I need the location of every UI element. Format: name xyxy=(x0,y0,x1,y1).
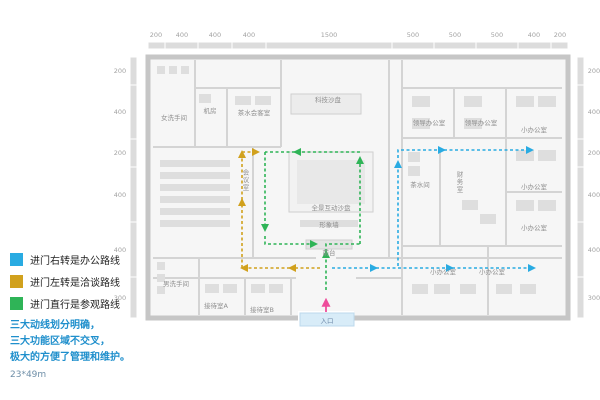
dim-label: 400 xyxy=(176,31,188,39)
legend-item-office-route: 进门右转是办公路线 xyxy=(10,248,120,270)
dim-label: 400 xyxy=(588,108,600,116)
dimension-top: 200 400 400 400 1500 500 500 500 400 200 xyxy=(147,31,569,50)
dim-label: 400 xyxy=(114,191,126,199)
dim-label: 200 xyxy=(588,149,600,157)
interior-walls xyxy=(153,60,562,315)
gold-swatch-icon xyxy=(10,274,23,288)
legend-label: 进门直行是参观路线 xyxy=(30,299,120,311)
route-visit-green xyxy=(261,148,364,290)
dim-label: 400 xyxy=(209,31,221,39)
dimension-left: 200 400 200 400 400 300 xyxy=(114,56,138,319)
blue-swatch-icon xyxy=(10,252,23,266)
route-legend: 进门右转是办公路线 进门左转是洽谈路线 进门直行是参观路线 xyxy=(10,248,120,314)
dim-label: 200 xyxy=(554,31,566,39)
dim-label: 400 xyxy=(528,31,540,39)
dim-label: 400 xyxy=(588,246,600,254)
legend-item-visit-route: 进门直行是参观路线 xyxy=(10,292,120,314)
note-line-2: 三大功能区域不交叉， xyxy=(10,336,110,347)
dim-label: 400 xyxy=(588,191,600,199)
note-line-1: 三大动线划分明确， xyxy=(10,320,100,331)
dim-label: 500 xyxy=(491,31,503,39)
dim-label: 200 xyxy=(150,31,162,39)
dim-label: 200 xyxy=(114,67,126,75)
note-line-3: 极大的方便了管理和维护。 xyxy=(10,352,130,363)
dim-label: 400 xyxy=(243,31,255,39)
dim-label: 400 xyxy=(114,246,126,254)
dim-label: 300 xyxy=(588,294,600,302)
dim-label: 400 xyxy=(114,108,126,116)
dim-label: 200 xyxy=(114,149,126,157)
entrance-area xyxy=(298,311,355,327)
dim-label: 200 xyxy=(588,67,600,75)
route-office-blue xyxy=(332,146,536,272)
notes-block: 三大动线划分明确， 三大功能区域不交叉， 极大的方便了管理和维护。 23*49m xyxy=(10,318,130,380)
dim-label: 500 xyxy=(449,31,461,39)
legend-item-negotiation-route: 进门左转是洽谈路线 xyxy=(10,270,120,292)
legend-label: 进门右转是办公路线 xyxy=(30,255,120,267)
dim-label: 500 xyxy=(407,31,419,39)
route-negotiation-gold xyxy=(238,148,320,272)
dim-label: 300 xyxy=(114,294,126,302)
dimension-right: 200 400 200 400 400 300 xyxy=(576,56,600,319)
building-size: 23*49m xyxy=(10,370,47,380)
dim-label: 1500 xyxy=(321,31,338,39)
legend-label: 进门左转是洽谈路线 xyxy=(30,277,120,289)
green-swatch-icon xyxy=(10,296,23,310)
